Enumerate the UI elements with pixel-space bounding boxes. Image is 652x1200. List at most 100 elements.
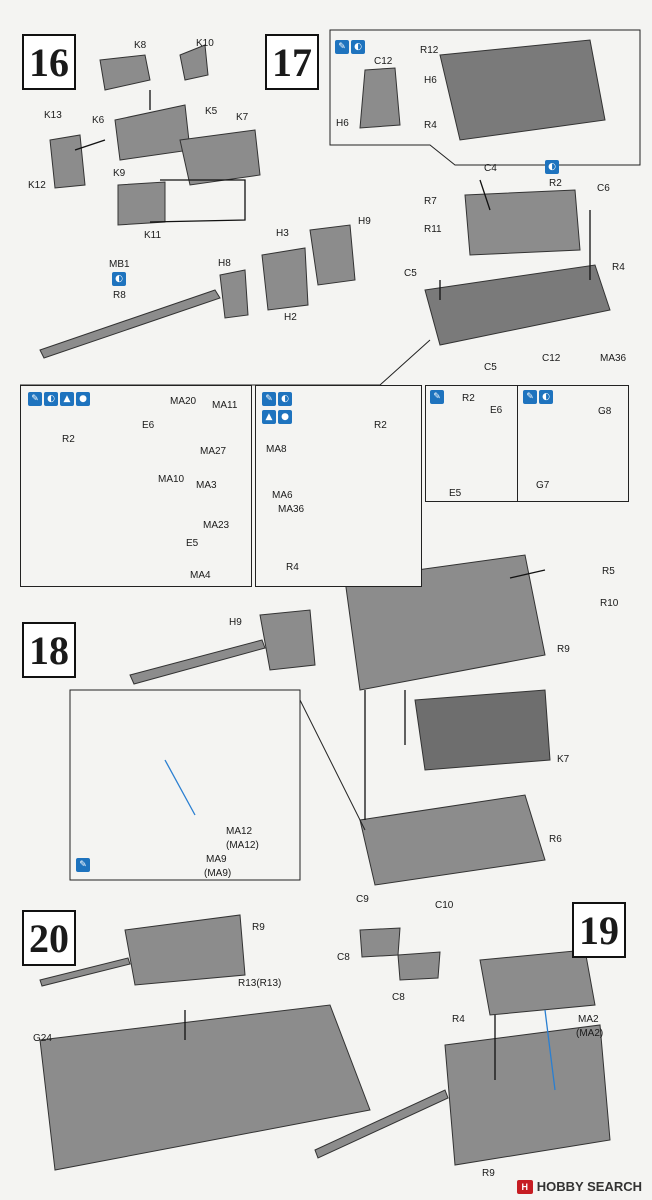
- label-r13: R13(R13): [238, 978, 282, 989]
- part-h3-h2: [261, 247, 309, 311]
- part-h9-top: [309, 224, 356, 286]
- step-number-17: 17: [265, 34, 319, 90]
- label-h9-16: H9: [358, 216, 371, 227]
- watermark-text: HOBBY SEARCH: [536, 1179, 642, 1194]
- label-ma10: MA10: [158, 474, 185, 485]
- label-h8: H8: [218, 258, 231, 269]
- label-g8: G8: [598, 406, 612, 417]
- flip-icon: ▲: [262, 410, 276, 424]
- label-r5: R5: [602, 566, 615, 577]
- label-e6-small: E6: [490, 405, 503, 416]
- label-ma9-paren: (MA9): [204, 868, 232, 879]
- part-r8-barrel: [39, 289, 221, 359]
- label-k11: K11: [144, 230, 162, 241]
- label-r11: R11: [424, 224, 442, 235]
- part-h9-barrel: [129, 639, 266, 685]
- glue-icon: ✎: [335, 40, 349, 54]
- label-r12: R12: [420, 45, 439, 56]
- part-h8: [219, 269, 249, 319]
- label-c8-bottom: C8: [392, 992, 405, 1003]
- label-ma23: MA23: [203, 520, 230, 531]
- icon-group-r2: ◐: [545, 160, 559, 174]
- label-k6: K6: [92, 115, 105, 126]
- optional-icon: ●: [76, 392, 90, 406]
- label-c12-top: C12: [374, 56, 393, 67]
- label-c10: C10: [435, 900, 454, 911]
- label-ma9: MA9: [206, 854, 227, 865]
- part-r6-ring: [359, 794, 546, 886]
- label-k10: K10: [196, 38, 214, 49]
- part-r4-19: [479, 949, 596, 1016]
- label-r10: R10: [600, 598, 619, 609]
- icon-group-17-top: ✎ ◐: [335, 40, 365, 54]
- part-k7-top: [179, 129, 261, 186]
- part-r9-19: [444, 1024, 611, 1166]
- icon-group-18-panel: ✎: [76, 858, 90, 872]
- label-r4-19: R4: [452, 1014, 465, 1025]
- icon-group-r2-panel: ✎: [430, 390, 444, 404]
- icon-group-panel-right-2: ▲ ●: [262, 410, 292, 424]
- label-k8: K8: [134, 40, 147, 51]
- label-k7-18: K7: [557, 754, 570, 765]
- part-r2-hatch: [464, 189, 581, 256]
- label-k13: K13: [44, 110, 62, 121]
- detail-panel-r2: [425, 385, 519, 502]
- label-c6: C6: [597, 183, 610, 194]
- label-r4-top: R4: [424, 120, 437, 131]
- paint-icon: ◐: [351, 40, 365, 54]
- step-number-19: 19: [572, 902, 626, 958]
- detail-panel-g7: [517, 385, 629, 502]
- label-r4-panel: R4: [286, 562, 299, 573]
- step-number-16: 16: [22, 34, 76, 90]
- glue-icon: ✎: [76, 858, 90, 872]
- part-r9-turret: [344, 554, 546, 691]
- glue-icon: ✎: [523, 390, 537, 404]
- part-k10: [179, 44, 209, 81]
- detail-panel-hatch-left: [20, 385, 252, 587]
- glue-icon: ✎: [262, 392, 276, 406]
- part-turret-20: [124, 914, 246, 986]
- label-ma12: MA12: [226, 826, 253, 837]
- glue-icon: ✎: [430, 390, 444, 404]
- label-r7: R7: [424, 196, 437, 207]
- label-e5-small: E5: [449, 488, 462, 499]
- label-ma8: MA8: [266, 444, 287, 455]
- label-ma36-panel: MA36: [278, 504, 305, 515]
- label-ma6: MA6: [272, 490, 293, 501]
- label-ma11: MA11: [212, 400, 238, 411]
- part-k11: [117, 181, 166, 226]
- label-ma4: MA4: [190, 570, 211, 581]
- label-r9-18: R9: [557, 644, 570, 655]
- label-r4-mid: R4: [612, 262, 625, 273]
- label-k12: K12: [28, 180, 46, 191]
- label-ma36-17: MA36: [600, 353, 627, 364]
- label-h9-18: H9: [229, 617, 242, 628]
- label-ma2: MA2: [578, 1014, 599, 1025]
- label-ma27: MA27: [200, 446, 227, 457]
- optional-icon: ●: [278, 410, 292, 424]
- label-k7-16: K7: [236, 112, 249, 123]
- glue-icon: ✎: [28, 392, 42, 406]
- part-gun-20: [39, 957, 131, 987]
- icon-group-g7-panel: ✎ ◐: [523, 390, 553, 404]
- icon-group-panel-right: ✎ ◐: [262, 392, 292, 406]
- hobby-search-logo-icon: H: [516, 1179, 533, 1194]
- paint-icon: ◐: [278, 392, 292, 406]
- label-r6: R6: [549, 834, 562, 845]
- part-k5-k6: [114, 104, 191, 161]
- label-c5-left: C5: [404, 268, 417, 279]
- label-r2-small: R2: [462, 393, 475, 404]
- label-mb1: MB1: [109, 259, 130, 270]
- part-gun-19: [314, 1089, 449, 1159]
- part-c8-seat-a: [359, 927, 401, 958]
- label-ma20: MA20: [170, 396, 197, 407]
- part-hull-20: [39, 1004, 371, 1171]
- label-ma2-paren: (MA2): [576, 1028, 604, 1039]
- label-h3: H3: [276, 228, 289, 239]
- step-number-20: 20: [22, 910, 76, 966]
- label-c9: C9: [356, 894, 369, 905]
- paint-icon: ◐: [545, 160, 559, 174]
- label-h6-left: H6: [336, 118, 349, 129]
- icon-group-panel-left: ✎ ◐ ▲ ●: [28, 392, 90, 406]
